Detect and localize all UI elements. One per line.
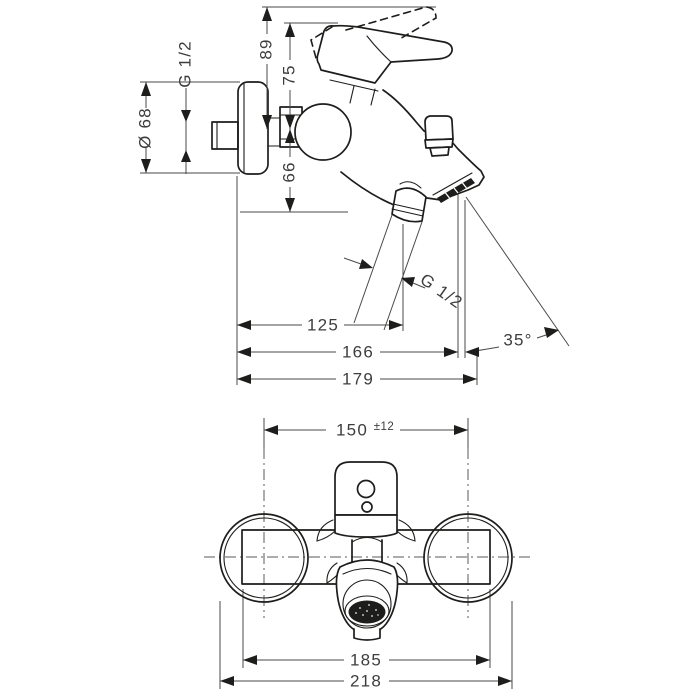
dim-label-35deg: 35° [503,330,532,349]
left-escutcheon [219,513,309,603]
cartridge-housing [294,103,352,161]
spout-aerator-strip [437,178,475,203]
handle-plan [316,461,416,542]
dimension-125: 125 [237,315,403,334]
side-view: 89 75 66 Ø 68 G 1/2 [135,6,570,388]
dim-label-g12-shower: G 1/2 [417,270,467,313]
dimension-shower-thread: G 1/2 [343,257,467,313]
right-escutcheon [423,513,513,603]
dim-label-66: 66 [279,161,298,182]
dim-label-150: 150 [336,420,368,439]
wall-escutcheon [237,81,281,175]
dim-label-g12-inlet: G 1/2 [175,40,194,88]
extension-lines [140,6,570,385]
dimension-150: 150 ±12 [264,420,468,439]
dimension-179: 179 [237,369,477,388]
aerator-speckles [355,604,379,617]
dim-label-75: 75 [279,64,298,85]
dim-label-89: 89 [256,38,275,59]
dimension-dia-68: Ø 68 [135,82,154,173]
dimension-66: 66 [279,129,298,212]
lever-handle-raised-dashed [310,6,437,59]
lever-handle [316,24,453,84]
dim-label-185: 185 [350,650,382,669]
dim-label-179: 179 [342,369,374,388]
dim-label-125: 125 [307,315,339,334]
dim-label-dia68: Ø 68 [135,107,154,149]
dimension-185: 185 [243,650,490,669]
spout-plan [326,536,408,641]
dim-label-218: 218 [350,671,382,690]
dimension-75: 75 [279,23,298,129]
shower-outlet [391,181,427,223]
dimension-166: 166 [237,342,458,361]
mixer-body [329,79,485,206]
dim-label-150-tolerance: ±12 [374,421,395,433]
plan-extension-lines [204,418,532,689]
dimension-angle-35: 35° [465,327,559,357]
inlet-stub [211,121,239,150]
dimension-218: 218 [220,671,512,690]
dimension-inlet-thread: G 1/2 [175,40,194,174]
diverter-knob [424,115,454,157]
dimension-89: 89 [256,7,275,129]
dim-label-166: 166 [342,342,374,361]
top-view: 150 ±12 185 218 [204,418,532,690]
